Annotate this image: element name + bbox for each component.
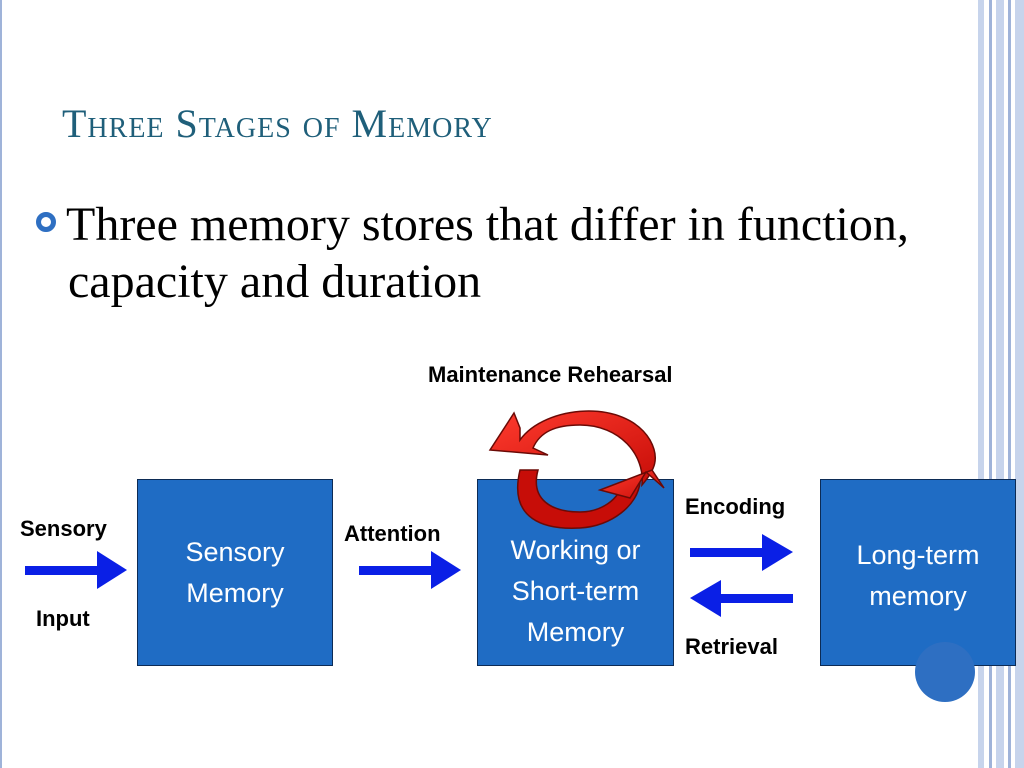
retrieval-arrow [690, 580, 793, 617]
encoding-label: Encoding [685, 494, 786, 519]
sensory-input-label-bottom: Input [36, 606, 90, 631]
rehearsal-label: Maintenance Rehearsal [428, 362, 673, 387]
working-memory-box: Working or Short-term Memory [477, 479, 674, 666]
sensory-input-arrow [25, 551, 127, 589]
sensory-memory-label: Sensory Memory [185, 536, 285, 608]
slide-title: Three Stages of Memory [62, 101, 493, 146]
long-term-memory-label: Long-term memory [856, 540, 980, 611]
frame-stripe [996, 0, 1004, 768]
long-term-memory-box: Long-term memory [820, 479, 1016, 666]
attention-arrow [359, 551, 461, 589]
decorative-circle [915, 642, 975, 702]
rehearsal-arrow-icon [488, 410, 665, 529]
working-memory-label: Working or Short-term Memory [510, 535, 641, 647]
frame-stripe [1008, 0, 1011, 768]
sensory-input-label-top: Sensory [20, 516, 107, 541]
bullet-item: Three memory stores that differ in funct… [36, 196, 926, 310]
retrieval-label: Retrieval [685, 634, 778, 659]
frame-stripe [0, 0, 2, 768]
bullet-text: Three memory stores that differ in funct… [66, 198, 909, 308]
frame-stripe [989, 0, 992, 768]
frame-stripe [978, 0, 984, 768]
frame-stripe [1015, 0, 1024, 768]
sensory-memory-box: Sensory Memory [137, 479, 333, 666]
bullet-circle-icon [36, 212, 56, 232]
encoding-arrow [690, 534, 793, 571]
attention-label: Attention [344, 521, 441, 546]
